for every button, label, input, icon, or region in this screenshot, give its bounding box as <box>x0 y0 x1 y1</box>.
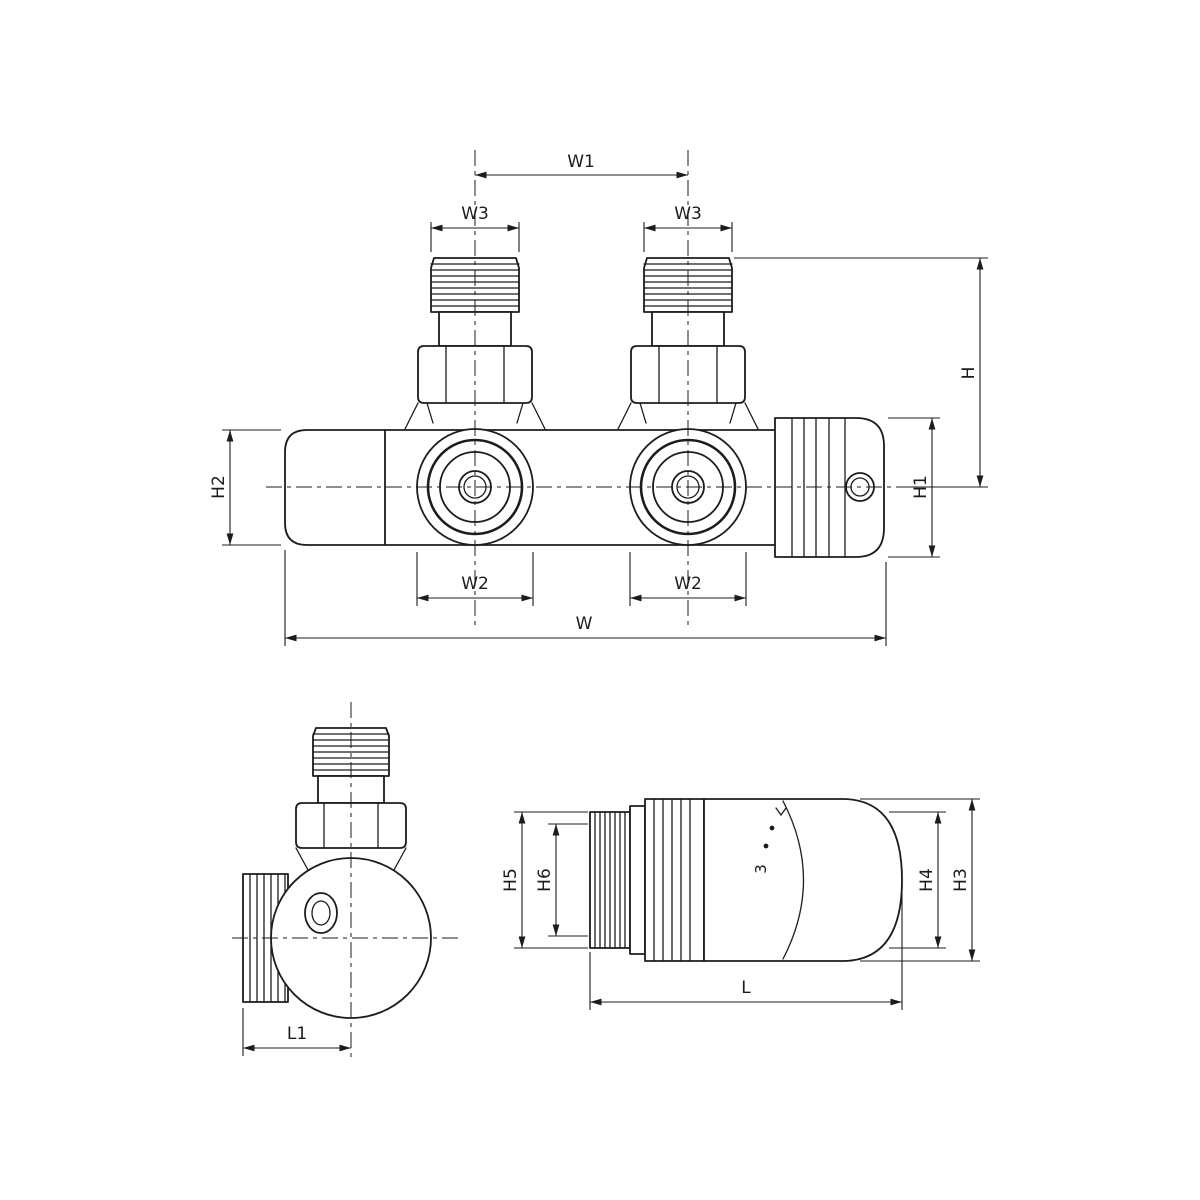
dim-label-w2-right: W2 <box>674 574 702 594</box>
side-view-dimensions: L1 <box>242 1008 351 1056</box>
dial-number: 3 <box>752 864 770 874</box>
head-step-ring <box>629 805 646 955</box>
dial-dot-2 <box>763 843 769 849</box>
head-cap-edge <box>782 800 805 960</box>
front-view-manifold: W1 W3 W3 H H1 H2 W2 W2 W <box>209 150 988 646</box>
dial-dot-1 <box>769 825 775 831</box>
side-top-connection <box>295 727 407 871</box>
dial-pointer-mark <box>775 807 787 817</box>
dim-label-h4: H4 <box>917 868 937 892</box>
center-lines-front <box>266 150 902 625</box>
dim-label-h6: H6 <box>535 868 555 892</box>
dim-label-l: L <box>741 978 751 998</box>
dim-label-h: H <box>959 367 979 380</box>
head-body: 3 <box>703 798 903 962</box>
dim-label-w3-right: W3 <box>674 204 702 224</box>
head-threaded-collar <box>589 811 631 949</box>
center-lines-side <box>232 702 458 1062</box>
manifold-body <box>384 429 776 546</box>
dim-label-h5: H5 <box>501 868 521 892</box>
front-view-dimensions: W1 W3 W3 H H1 H2 W2 W2 W <box>209 152 988 646</box>
side-view-valve-body: L1 <box>232 702 458 1062</box>
dim-label-h1: H1 <box>911 475 931 499</box>
side-port-hole <box>304 892 338 934</box>
head-view-dimensions: H5 H6 H4 H3 L <box>501 798 980 1010</box>
thermostatic-head-view: 3 H5 H6 H4 H3 L <box>501 798 980 1010</box>
dim-label-w2-left: W2 <box>461 574 489 594</box>
dim-label-w1: W1 <box>567 152 595 172</box>
dim-label-l1: L1 <box>287 1024 307 1044</box>
dim-label-h3: H3 <box>951 868 971 892</box>
dim-label-w3-left: W3 <box>461 204 489 224</box>
dim-label-h2: H2 <box>209 475 229 499</box>
head-grip-ribs <box>644 798 705 962</box>
dim-label-w: W <box>576 614 593 634</box>
